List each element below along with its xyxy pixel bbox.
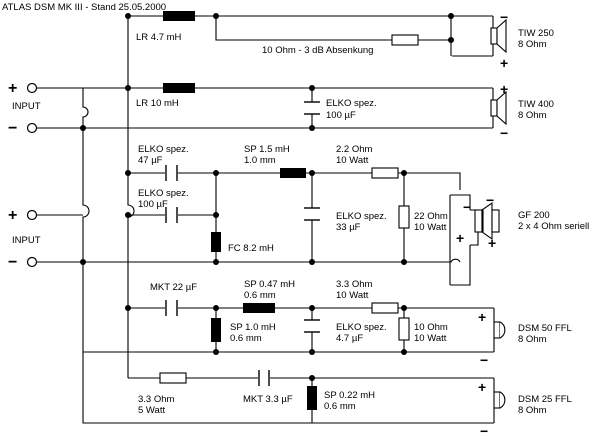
- svg-text:+: +: [500, 55, 508, 71]
- svg-text:+: +: [478, 379, 486, 395]
- svg-text:FC 8.2 mH: FC 8.2 mH: [228, 243, 274, 254]
- svg-text:DSM 25 FFL: DSM 25 FFL: [518, 394, 572, 405]
- capacitor-mkt-3-3uf: MKT 3.3 µF: [243, 370, 293, 405]
- svg-text:100 µF: 100 µF: [138, 199, 168, 210]
- svg-text:−: −: [8, 120, 17, 137]
- speaker-gf-200: − + − + GF 200 2 x 4 Ohm seriell: [456, 192, 589, 251]
- svg-text:−: −: [500, 9, 508, 25]
- inductor-sp-0-47: SP 0.47 mH 0.6 mm: [243, 279, 295, 313]
- svg-text:0.6 mm: 0.6 mm: [230, 333, 262, 344]
- svg-text:8 Ohm: 8 Ohm: [518, 39, 547, 50]
- svg-text:8 Ohm: 8 Ohm: [518, 405, 547, 416]
- svg-text:+: +: [456, 230, 464, 246]
- svg-text:INPUT: INPUT: [12, 101, 41, 112]
- svg-text:10 Watt: 10 Watt: [336, 290, 369, 301]
- svg-text:LR 10 mH: LR 10 mH: [136, 98, 179, 109]
- svg-text:10 Ohm: 10 Ohm: [414, 322, 448, 333]
- inductor-sp-0-22: SP 0.22 mH 0.6 mm: [307, 386, 375, 412]
- svg-text:−: −: [480, 423, 488, 439]
- svg-text:ELKO spez.: ELKO spez.: [336, 322, 387, 333]
- svg-text:ELKO spez.: ELKO spez.: [138, 188, 189, 199]
- resistor-3-3-ohm-a: 3.3 Ohm 10 Watt: [336, 279, 399, 314]
- svg-text:2.2 Ohm: 2.2 Ohm: [336, 144, 373, 155]
- resistor-10-ohm-absenkung: 10 Ohm - 3 dB Absenkung: [262, 34, 419, 56]
- svg-text:SP 1.5 mH: SP 1.5 mH: [244, 144, 290, 155]
- svg-text:10 Watt: 10 Watt: [414, 222, 447, 233]
- input-terminals-2: + INPUT −: [8, 207, 41, 271]
- capacitor-elko-100uf: ELKO spez. 100 µF: [304, 98, 377, 121]
- speaker-tiw-400: + − TIW 400 8 Ohm: [490, 81, 554, 141]
- inductor-sp-1-5: SP 1.5 mH 1.0 mm: [244, 144, 306, 178]
- resistor-10-ohm: 10 Ohm 10 Watt: [398, 317, 448, 344]
- resistor-22-ohm: 22 Ohm 10 Watt: [398, 205, 448, 233]
- input-terminals-1: + INPUT −: [8, 80, 41, 137]
- svg-text:DSM 50 FFL: DSM 50 FFL: [518, 323, 572, 334]
- svg-text:−: −: [8, 254, 17, 271]
- svg-text:+: +: [8, 207, 17, 224]
- capacitor-mkt-22uf: MKT 22 µF: [150, 282, 197, 316]
- speaker-dsm-25-ffl: + − DSM 25 FFL 8 Ohm: [478, 379, 572, 439]
- svg-text:−: −: [463, 199, 471, 215]
- svg-text:ELKO spez.: ELKO spez.: [138, 144, 189, 155]
- inductor-lr-4-7: LR 4.7 mH: [136, 11, 195, 43]
- svg-text:10 Ohm - 3 dB Absenkung: 10 Ohm - 3 dB Absenkung: [262, 45, 373, 56]
- svg-text:+: +: [488, 235, 496, 251]
- inductor-lr-10: LR 10 mH: [136, 83, 195, 109]
- svg-text:+: +: [8, 80, 17, 97]
- svg-text:MKT 3.3 µF: MKT 3.3 µF: [243, 394, 293, 405]
- svg-text:0.6 mm: 0.6 mm: [244, 290, 276, 301]
- inductor-fc-8-2: FC 8.2 mH: [211, 232, 274, 254]
- resistor-2-2-ohm: 2.2 Ohm 10 Watt: [336, 144, 399, 179]
- svg-text:SP 0.22 mH: SP 0.22 mH: [324, 390, 375, 401]
- svg-text:2 x 4 Ohm seriell: 2 x 4 Ohm seriell: [518, 221, 589, 232]
- svg-text:+: +: [478, 309, 486, 325]
- svg-text:−: −: [486, 192, 494, 208]
- svg-text:LR 4.7 mH: LR 4.7 mH: [136, 32, 182, 43]
- wiring: [37, 15, 494, 424]
- svg-text:−: −: [500, 125, 508, 141]
- capacitor-elko-100uf-b: ELKO spez. 100 µF: [138, 188, 189, 223]
- svg-text:GF 200: GF 200: [518, 210, 550, 221]
- capacitor-elko-47uf: ELKO spez. 47 µF: [138, 144, 189, 181]
- svg-text:ELKO spez.: ELKO spez.: [326, 98, 377, 109]
- svg-text:1.0 mm: 1.0 mm: [244, 155, 276, 166]
- diagram-title: ATLAS DSM MK III - Stand 25.05.2000: [2, 2, 166, 13]
- speaker-dsm-50-ffl: + − DSM 50 FFL 8 Ohm: [478, 309, 572, 368]
- svg-text:4.7 µF: 4.7 µF: [336, 333, 363, 344]
- svg-text:SP 1.0 mH: SP 1.0 mH: [230, 322, 276, 333]
- svg-text:+: +: [500, 81, 508, 97]
- svg-text:TIW 400: TIW 400: [518, 99, 554, 110]
- svg-text:10 Watt: 10 Watt: [336, 155, 369, 166]
- svg-text:SP 0.47 mH: SP 0.47 mH: [244, 279, 295, 290]
- svg-text:5 Watt: 5 Watt: [138, 405, 165, 416]
- svg-text:−: −: [480, 352, 488, 368]
- junction-dots: [80, 13, 454, 381]
- svg-text:0.6 mm: 0.6 mm: [324, 401, 356, 412]
- svg-text:8 Ohm: 8 Ohm: [518, 334, 547, 345]
- svg-text:100 µF: 100 µF: [326, 110, 356, 121]
- svg-text:ELKO spez.: ELKO spez.: [336, 211, 387, 222]
- capacitor-elko-4-7uf: ELKO spez. 4.7 µF: [304, 319, 387, 344]
- svg-text:8 Ohm: 8 Ohm: [518, 110, 547, 121]
- svg-text:10 Watt: 10 Watt: [414, 333, 447, 344]
- svg-text:22 Ohm: 22 Ohm: [414, 211, 448, 222]
- capacitor-elko-33uf: ELKO spez. 33 µF: [304, 207, 387, 233]
- svg-text:47 µF: 47 µF: [138, 155, 163, 166]
- resistor-3-3-ohm-b: 3.3 Ohm 5 Watt: [138, 372, 187, 416]
- svg-text:INPUT: INPUT: [12, 235, 41, 246]
- svg-text:TIW 250: TIW 250: [518, 28, 554, 39]
- svg-text:MKT 22 µF: MKT 22 µF: [150, 282, 197, 293]
- svg-text:3.3 Ohm: 3.3 Ohm: [138, 394, 175, 405]
- inductor-sp-1-0: SP 1.0 mH 0.6 mm: [211, 318, 276, 344]
- svg-text:3.3 Ohm: 3.3 Ohm: [336, 279, 373, 290]
- speaker-tiw-250: − + TIW 250 8 Ohm: [490, 9, 554, 71]
- svg-text:33 µF: 33 µF: [336, 222, 361, 233]
